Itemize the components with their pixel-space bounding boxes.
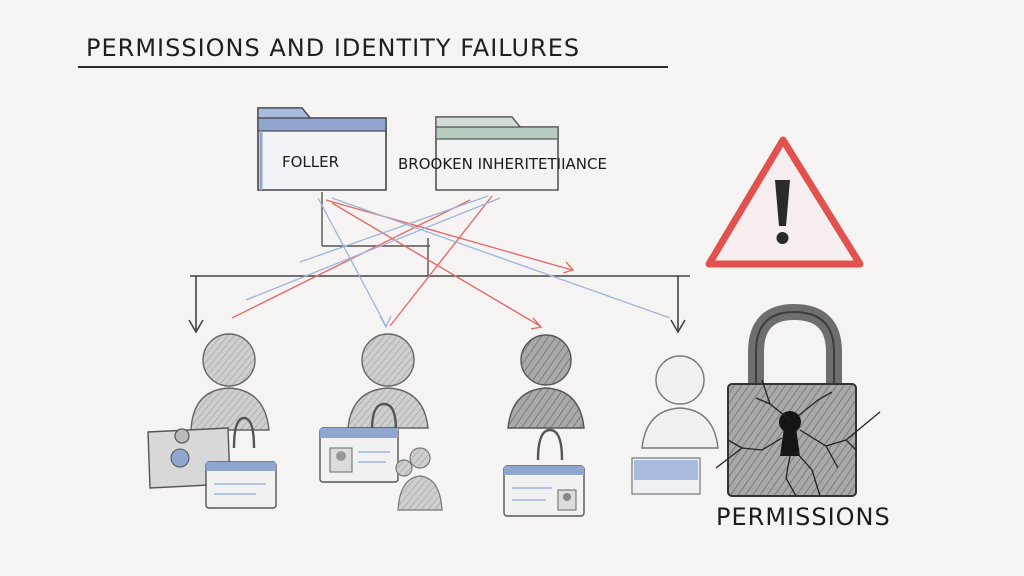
diagram-title: PERMISSIONS AND IDENTITY FAILURES (86, 34, 581, 62)
folder-label: FOLLER (282, 153, 340, 171)
user-group-icon (395, 447, 443, 511)
folder-label: BROOKEN INHERITETIIANCE (398, 155, 607, 173)
distribution-bar (188, 275, 690, 334)
user-icon (641, 355, 719, 449)
broken-permission-lines (231, 195, 575, 330)
folder-icon (257, 107, 387, 191)
folder-icon (435, 116, 559, 191)
id-badge-icon (503, 428, 585, 517)
user-icon (190, 333, 270, 431)
id-badge-icon (631, 457, 701, 495)
inherited-permission-lines (245, 195, 671, 329)
title-underline (78, 66, 668, 68)
user-icon (507, 334, 585, 429)
id-badge-icon (147, 416, 277, 509)
cracked-padlock-icon (715, 303, 881, 497)
user-icon (347, 333, 429, 429)
warning-triangle-icon (705, 136, 864, 268)
padlock-label: PERMISSIONS (716, 503, 891, 531)
id-badge-icon (319, 402, 399, 483)
